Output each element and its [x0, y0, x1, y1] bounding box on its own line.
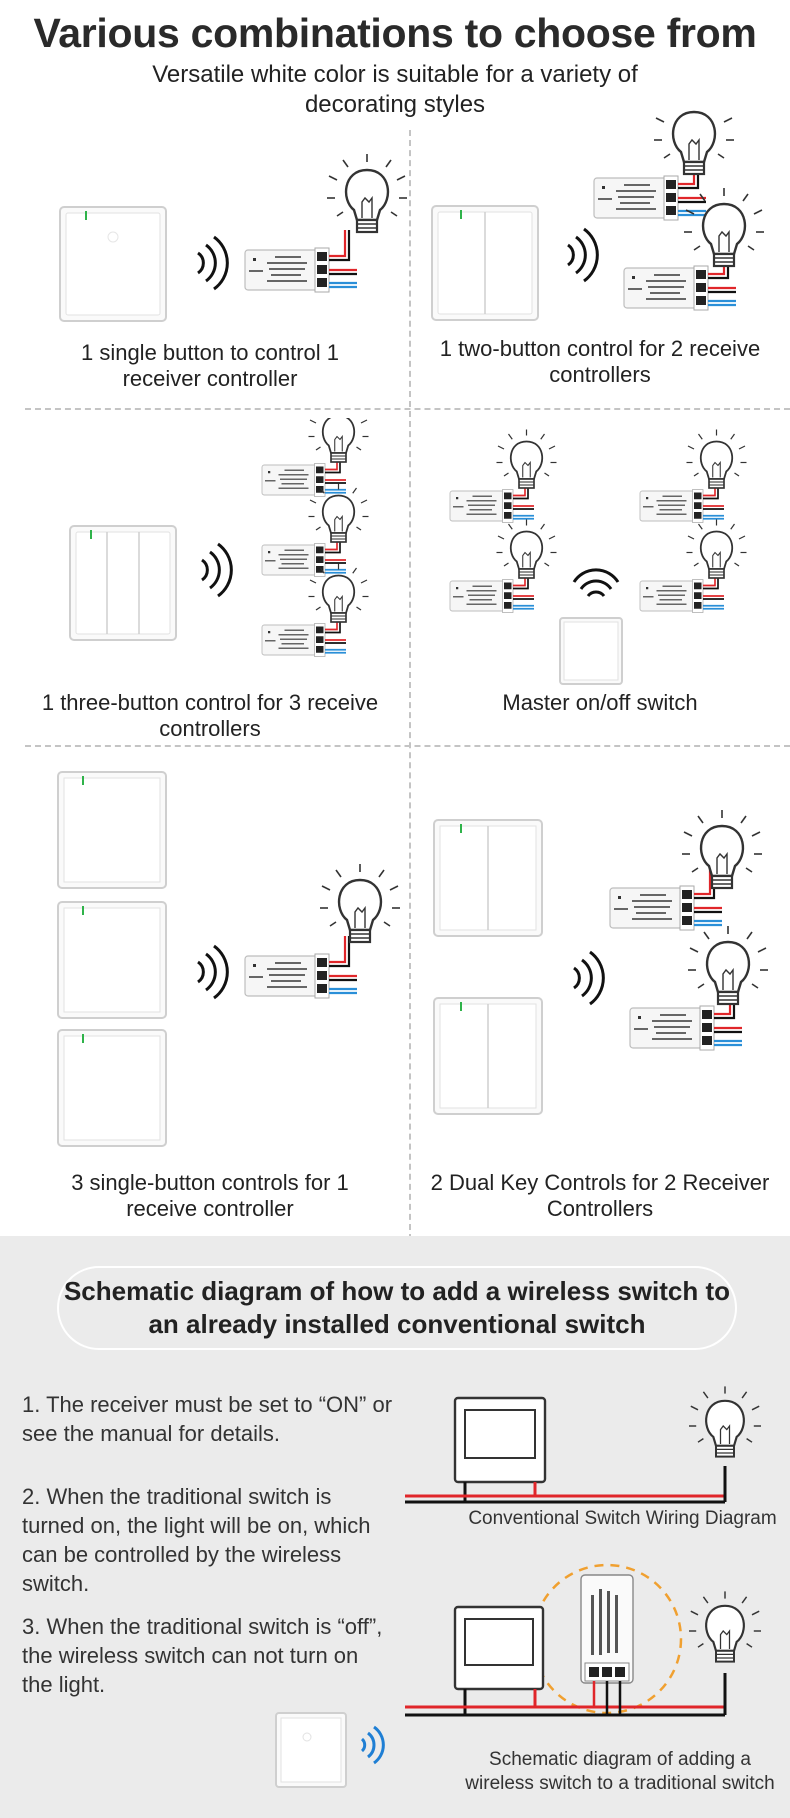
grid-divider-vertical — [409, 130, 411, 1240]
combo-three-button-illustration — [69, 418, 370, 658]
light-bulb-icon — [685, 518, 748, 579]
receiver-module-icon — [243, 228, 359, 294]
schematic-step: 3. When the traditional switch is “off”,… — [22, 1614, 383, 1697]
diagram-caption: Conventional Switch Wiring Diagram — [468, 1508, 777, 1529]
light-bulb-icon — [687, 1590, 763, 1663]
light-bulb-icon — [495, 428, 558, 489]
wall-switch-icon — [453, 1396, 547, 1484]
combo-master-illustration — [449, 428, 748, 685]
grid-divider-horizontal — [25, 745, 790, 747]
page-subtitle: Versatile white color is suitable for a … — [152, 61, 638, 118]
light-bulb-icon — [307, 418, 370, 463]
grid-divider-horizontal — [25, 408, 790, 410]
light-bulb-icon — [685, 428, 748, 489]
wireless-signal-icon — [360, 1725, 385, 1765]
wireless-switch-illustration — [275, 1712, 385, 1788]
light-bulb-icon — [325, 152, 409, 234]
wall-switch-icon — [57, 1029, 167, 1147]
page-title: Various combinations to choose from — [33, 10, 757, 56]
combo-caption: 1 three-button control for 3 receive con… — [41, 690, 379, 741]
schematic-step: 2. When the traditional switch is turned… — [22, 1484, 371, 1596]
combo-dual-key-illustration — [433, 808, 770, 1115]
diagram-caption: Schematic diagram of adding a wireless s… — [465, 1749, 775, 1794]
wall-switch-icon — [433, 819, 543, 937]
wireless-signal-icon — [196, 944, 229, 1000]
light-bulb-icon — [652, 110, 736, 176]
wall-switch-icon — [57, 901, 167, 1019]
wireless-signal-icon — [572, 950, 605, 1006]
receiver-module-icon — [608, 866, 724, 932]
wall-switch-icon — [275, 1712, 347, 1788]
combo-three-single-illustration — [57, 771, 402, 1147]
wall-switch-icon — [69, 525, 177, 641]
receiver-module-icon — [580, 1574, 634, 1684]
wall-switch-icon — [59, 206, 167, 322]
wall-switch-icon — [453, 1605, 545, 1691]
light-bulb-icon — [687, 1385, 763, 1458]
wall-switch-icon — [559, 617, 623, 685]
combo-two-button-illustration — [431, 110, 766, 321]
receiver-module-icon — [243, 934, 359, 1000]
light-bulb-icon — [686, 924, 770, 1006]
schematic-title: Schematic diagram of how to add a wirele… — [57, 1266, 737, 1350]
light-bulb-icon — [680, 808, 764, 890]
combo-caption: 1 two-button control for 2 receive contr… — [439, 336, 761, 387]
combo-caption: 3 single-button controls for 1 receive c… — [71, 1170, 349, 1221]
wireless-signal-icon — [566, 227, 599, 283]
light-bulb-icon — [495, 518, 558, 579]
combo-single-illustration — [59, 152, 409, 322]
conventional-wiring-diagram — [405, 1385, 763, 1504]
wall-switch-icon — [431, 205, 539, 321]
wall-switch-icon — [57, 771, 167, 889]
combo-caption: 2 Dual Key Controls for 2 Receiver Contr… — [430, 1170, 770, 1221]
wireless-signal-icon — [196, 235, 229, 291]
wall-switch-icon — [433, 997, 543, 1115]
schematic-title-text: Schematic diagram of how to add a wirele… — [63, 1276, 731, 1339]
schematic-step: 1. The receiver must be set to “ON” or s… — [22, 1392, 393, 1446]
wireless-signal-icon — [200, 542, 233, 598]
combo-caption: 1 single button to control 1 receiver co… — [80, 340, 340, 391]
combo-caption: Master on/off switch — [502, 690, 698, 715]
wireless-added-diagram — [405, 1563, 763, 1717]
light-bulb-icon — [682, 186, 766, 268]
wireless-signal-icon — [572, 568, 620, 598]
light-bulb-icon — [318, 862, 402, 944]
